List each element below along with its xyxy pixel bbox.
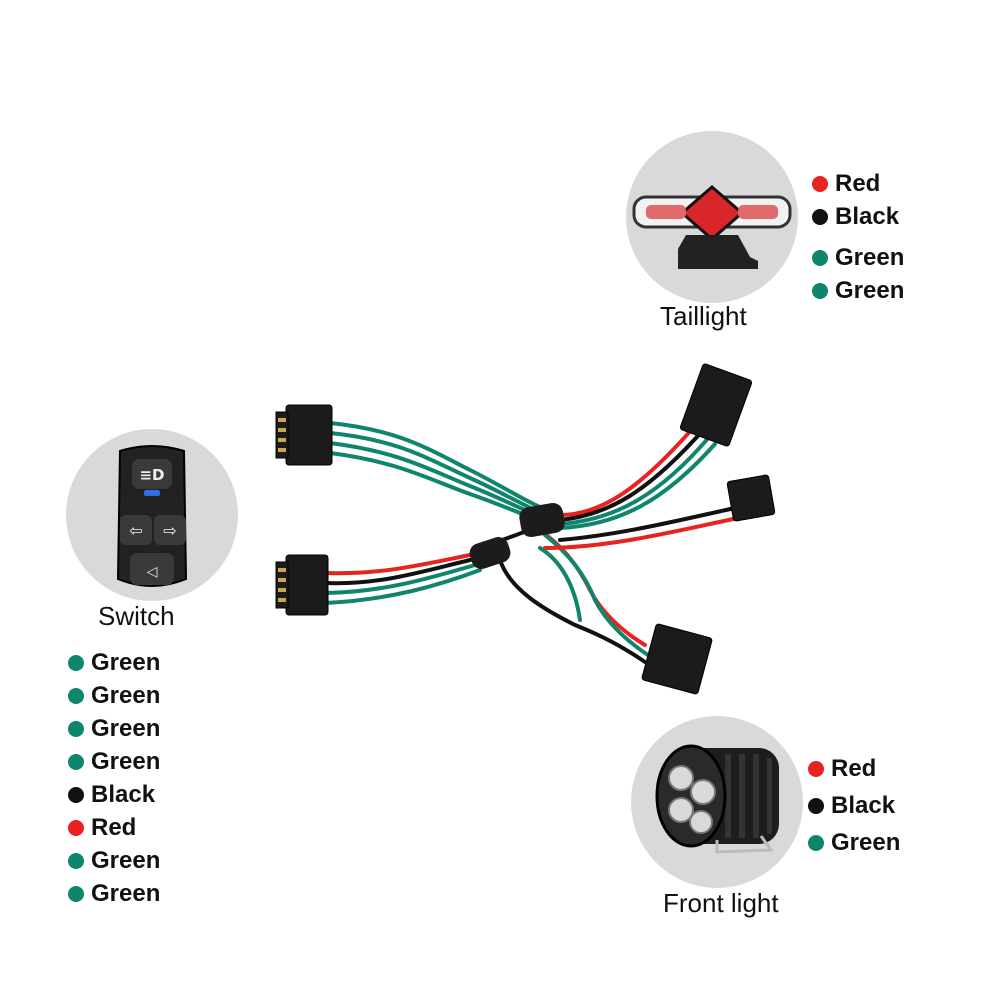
wire-color-dot: [68, 720, 84, 737]
wire-legend-item: Black: [68, 778, 160, 811]
wire-color-dot: [68, 852, 84, 869]
taillight-caption: Taillight: [660, 301, 747, 331]
wire-color-dot: [68, 819, 84, 836]
wire-legend-item: Green: [68, 877, 160, 910]
wire-color-dot: [812, 175, 828, 192]
wire-legend-item: Green: [68, 679, 160, 712]
wire-color-dot: [808, 760, 824, 777]
wire-legend-item: Green: [68, 844, 160, 877]
switch-caption: Switch: [98, 601, 175, 631]
switch-icon: ≡D ⇦ ⇨ ◁: [116, 445, 188, 587]
switch-image-circle: ≡D ⇦ ⇨ ◁: [66, 429, 238, 601]
wire-legend-item: Green: [68, 646, 160, 679]
wire-color-dot: [68, 885, 84, 902]
wire-color-label: Green: [91, 747, 161, 775]
wire-color-dot: [812, 249, 828, 266]
wire-color-dot: [68, 654, 84, 671]
wire-color-label: Green: [91, 714, 161, 742]
wire-legend-item: Red: [68, 811, 160, 844]
wire-color-label: Red: [831, 754, 877, 782]
taillight-icon: [632, 185, 792, 269]
svg-text:⇨: ⇨: [163, 521, 176, 540]
wire-color-dot: [68, 753, 84, 770]
wire-color-label: Green: [91, 846, 161, 874]
wire-color-label: Green: [91, 681, 161, 709]
front-light-caption: Front light: [663, 888, 779, 918]
wire-color-label: Green: [835, 243, 905, 271]
wire-color-label: Green: [91, 879, 161, 907]
wire-color-label: Black: [91, 780, 156, 808]
wire-legend-item: Green: [812, 274, 904, 307]
taillight-image-circle: [626, 131, 798, 303]
wire-color-label: Green: [91, 648, 161, 676]
svg-text:≡D: ≡D: [139, 466, 164, 484]
wire-color-label: Green: [835, 276, 905, 304]
wire-color-label: Black: [835, 202, 900, 230]
wire-color-label: Red: [835, 169, 881, 197]
wire-color-dot: [68, 786, 84, 803]
wire-legend-item: Red: [808, 750, 900, 787]
wire-legend-item: Green: [68, 712, 160, 745]
svg-text:◁: ◁: [147, 564, 158, 580]
wire-legend-item: Red: [812, 167, 904, 200]
wire-color-dot: [808, 834, 824, 851]
wire-legend-item: Black: [812, 200, 904, 233]
wire-color-dot: [812, 282, 828, 299]
wire-color-label: Black: [831, 791, 896, 819]
svg-text:⇦: ⇦: [129, 521, 142, 540]
wire-legend-item: Black: [808, 787, 900, 824]
wire-color-label: Green: [831, 828, 901, 856]
wire-legend-item: Green: [808, 824, 900, 861]
wire-color-dot: [812, 208, 828, 225]
wire-color-dot: [68, 687, 84, 704]
wire-legend-item: Green: [68, 745, 160, 778]
wire-color-dot: [808, 797, 824, 814]
front-light-icon: [655, 744, 779, 854]
front-light-image-circle: [631, 716, 803, 888]
wire-color-label: Red: [91, 813, 137, 841]
wire-legend-item: Green: [812, 241, 904, 274]
